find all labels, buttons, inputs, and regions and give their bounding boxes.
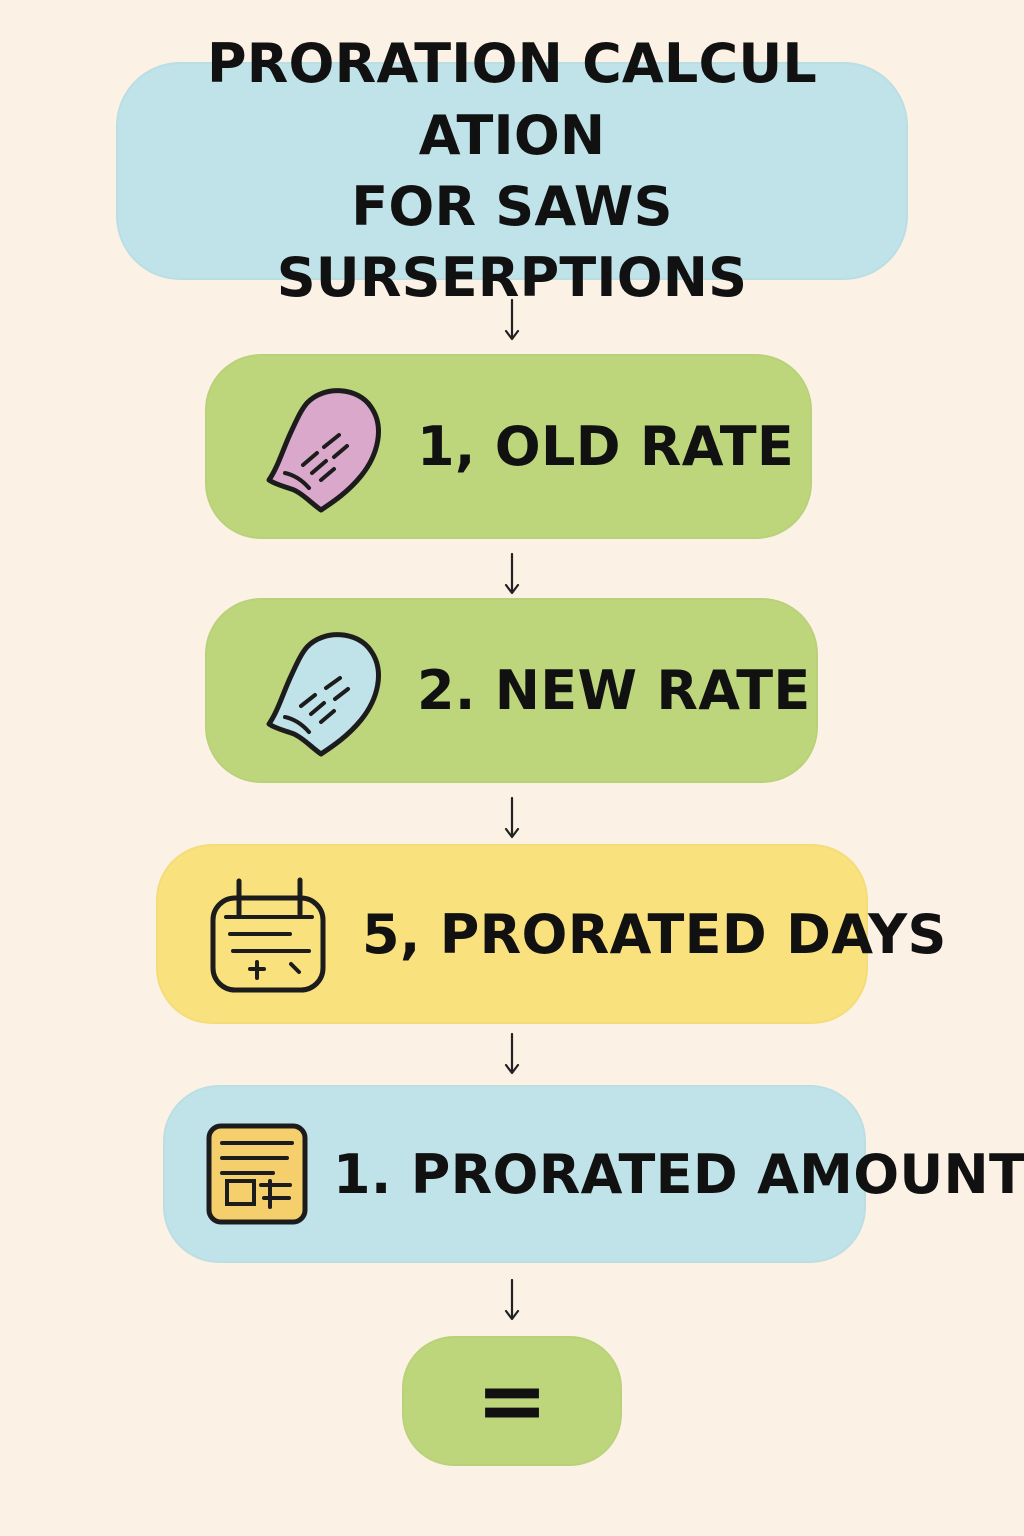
step-3-label: 5, PRORATED DAYS (362, 902, 947, 966)
step-old-rate: 1, OLD RATE (205, 354, 812, 539)
result-symbol: = (475, 1351, 549, 1451)
tag-icon (263, 623, 389, 759)
step-prorated-days: 5, PRORATED DAYS (156, 844, 946, 1024)
title-box: PRORATION CALCUL ATION FOR SAWS SURSERPT… (116, 32, 908, 309)
flow-arrow-5 (500, 1276, 524, 1328)
step-new-rate: 2. NEW RATE (205, 598, 818, 783)
result-box: = (402, 1336, 622, 1466)
step-4-label: 1. PRORATED AMOUNT (333, 1142, 1024, 1206)
flow-arrow-2 (500, 550, 524, 602)
calendar-icon (204, 868, 334, 1000)
flow-arrow-4 (500, 1030, 524, 1082)
step-1-label: 1, OLD RATE (417, 415, 795, 478)
tag-icon (263, 379, 389, 515)
diagram-title: PRORATION CALCUL ATION FOR SAWS SURSERPT… (207, 32, 817, 310)
step-prorated-amount: 1. PRORATED AMOUNT (163, 1085, 1024, 1263)
flow-arrow-1 (500, 296, 524, 348)
flow-arrow-3 (500, 794, 524, 846)
document-icon (203, 1118, 315, 1230)
step-2-label: 2. NEW RATE (417, 659, 811, 722)
